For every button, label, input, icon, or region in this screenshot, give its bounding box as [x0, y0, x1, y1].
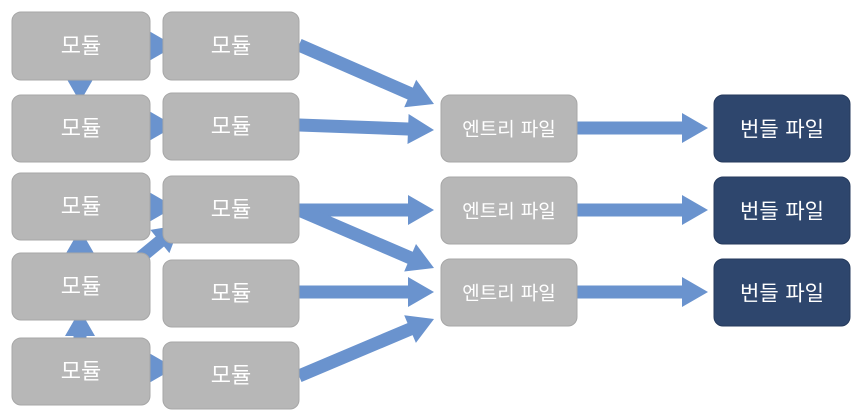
- module-box: [11, 252, 151, 321]
- module-node-m9: 모듈: [11, 337, 151, 406]
- arrow-m5-m6: [131, 192, 175, 222]
- module-label: 모듈: [211, 115, 251, 140]
- arrow-m6-e3: [296, 204, 434, 272]
- module-label: 모듈: [211, 35, 251, 60]
- module-label: 모듈: [61, 275, 101, 300]
- arrow-e2-b2: [577, 195, 708, 225]
- module-label: 모듈: [211, 198, 251, 223]
- module-label: 모듈: [211, 282, 251, 307]
- bundle-box: [713, 176, 851, 245]
- arrow-m9-m7: [65, 310, 95, 349]
- arrow-m2-e1: [296, 39, 434, 108]
- entry-label: 엔트리 파일: [462, 201, 555, 223]
- entry-label: 엔트리 파일: [462, 119, 555, 141]
- arrow-m6-e2: [299, 195, 434, 225]
- module-node-m5: 모듈: [11, 172, 151, 241]
- arrow-m9-m10: [131, 353, 175, 383]
- entry-box: [440, 176, 578, 245]
- bundle-label: 번들 파일: [740, 282, 824, 306]
- arrow-m3-m4: [131, 111, 175, 141]
- module-box: [11, 337, 151, 406]
- module-node-m6: 모듈: [162, 175, 300, 244]
- module-node-m10: 모듈: [162, 341, 300, 410]
- module-label: 모듈: [61, 35, 101, 60]
- bundle-label: 번들 파일: [740, 200, 824, 224]
- module-node-m3: 모듈: [11, 94, 151, 163]
- bundle-label: 번들 파일: [740, 118, 824, 142]
- arrow-m1-m2: [131, 31, 175, 61]
- arrow-m4-e1: [298, 114, 434, 144]
- entry-node-e2: 엔트리 파일: [440, 176, 578, 245]
- entry-node-e3: 엔트리 파일: [440, 258, 578, 327]
- bundle-node-b1: 번들 파일: [713, 94, 851, 163]
- module-box: [11, 11, 151, 81]
- arrow-e1-b1: [577, 113, 708, 143]
- bundle-node-b3: 번들 파일: [713, 258, 851, 327]
- bundle-box: [713, 94, 851, 163]
- module-node-m1: 모듈: [11, 11, 151, 81]
- bundle-node-b2: 번들 파일: [713, 176, 851, 245]
- module-box: [162, 175, 300, 244]
- arrow-m8-e3: [299, 277, 434, 307]
- arrow-m1-m3: [65, 67, 95, 102]
- entry-box: [440, 94, 578, 163]
- module-label: 모듈: [61, 360, 101, 385]
- entry-node-e1: 엔트리 파일: [440, 94, 578, 163]
- arrow-e3-b3: [577, 277, 708, 307]
- module-box: [11, 172, 151, 241]
- module-box: [11, 94, 151, 163]
- module-node-m4: 모듈: [162, 92, 300, 161]
- module-box: [162, 341, 300, 410]
- module-node-m8: 모듈: [162, 259, 300, 328]
- arrow-m10-e3: [296, 315, 434, 382]
- module-node-m7: 모듈: [11, 252, 151, 321]
- module-label: 모듈: [211, 364, 251, 389]
- arrow-m7-m5: [65, 229, 95, 266]
- entry-label: 엔트리 파일: [462, 283, 555, 305]
- module-box: [162, 11, 300, 81]
- module-box: [162, 259, 300, 328]
- module-node-m2: 모듈: [162, 11, 300, 81]
- arrows-layer: [65, 31, 708, 383]
- module-label: 모듈: [61, 117, 101, 142]
- module-box: [162, 92, 300, 161]
- module-label: 모듈: [61, 195, 101, 220]
- bundle-box: [713, 258, 851, 327]
- entry-box: [440, 258, 578, 327]
